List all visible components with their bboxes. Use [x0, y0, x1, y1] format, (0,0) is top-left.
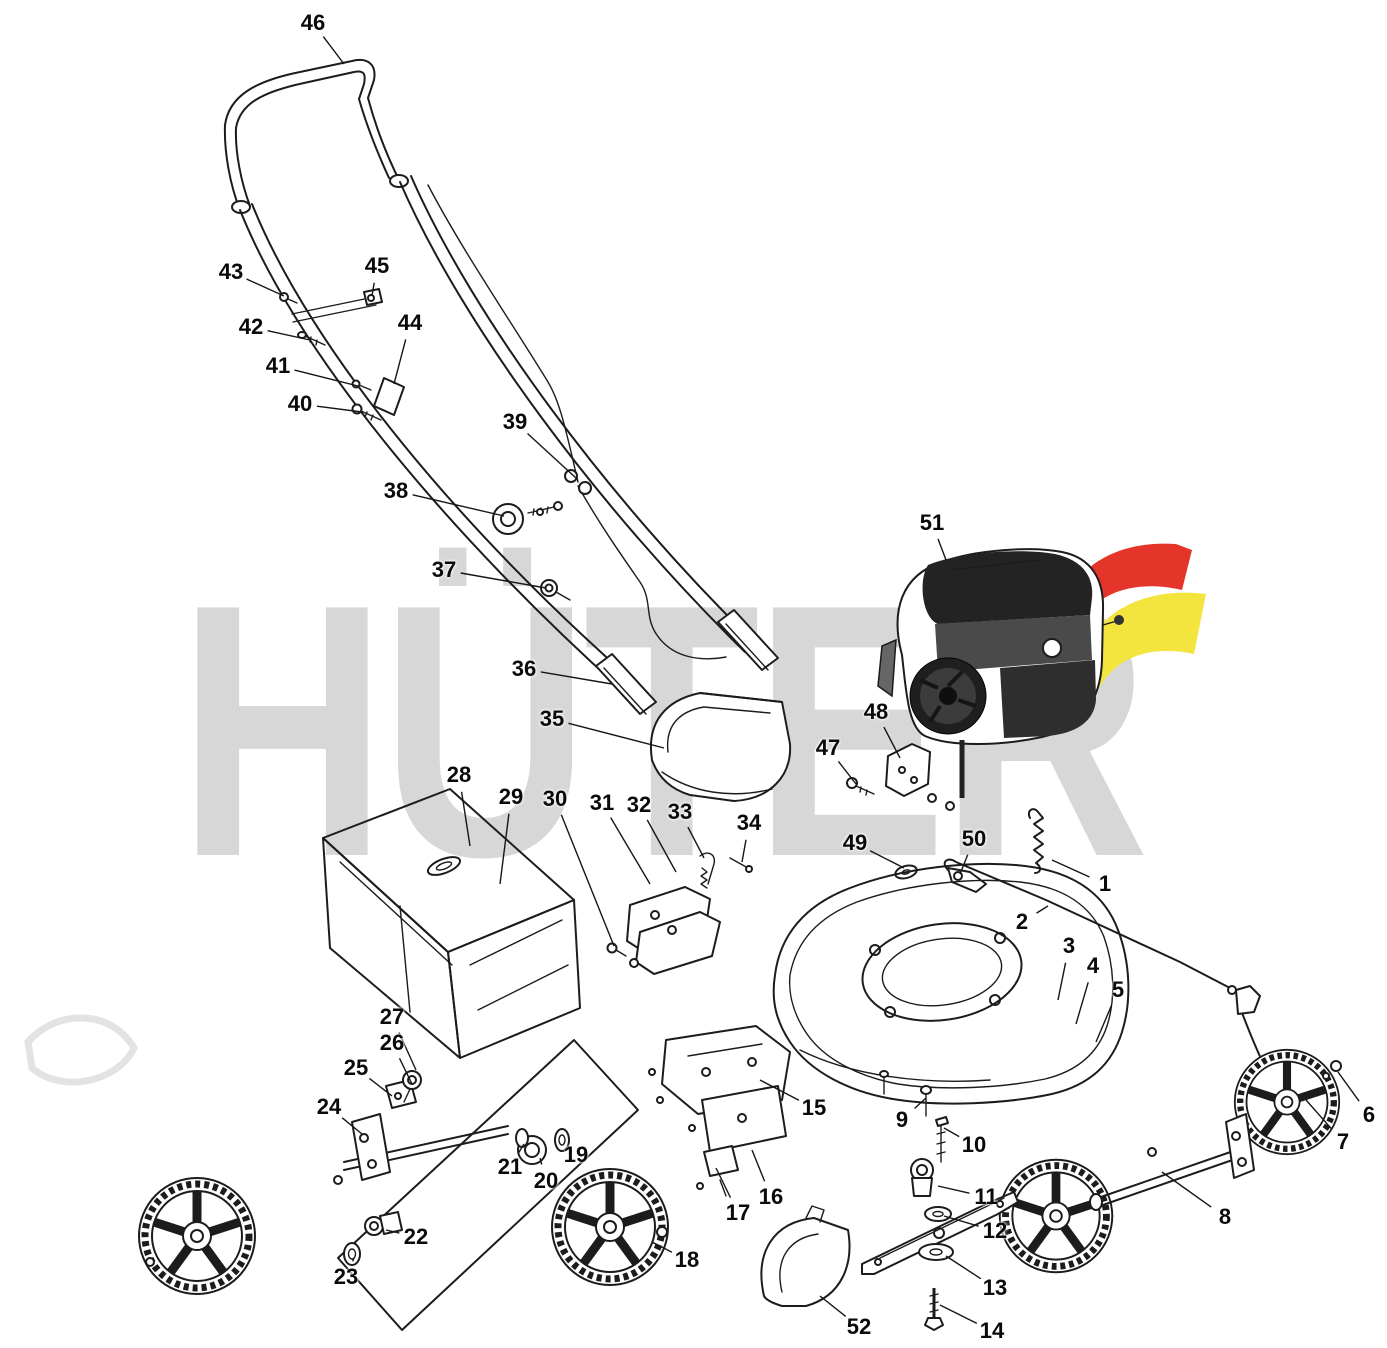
support-washer-13 — [918, 1243, 954, 1261]
washer-21 — [515, 1128, 529, 1148]
rear-axle — [1089, 1113, 1255, 1211]
blade — [861, 1191, 1019, 1275]
leader-lines — [246, 36, 1360, 1325]
mower-deck — [772, 862, 1130, 1105]
plate-16 — [701, 1085, 787, 1153]
bolt-41 — [351, 379, 361, 389]
left-axle-parts — [333, 1070, 570, 1266]
pin-34 — [729, 857, 749, 869]
blade-assembly — [861, 1158, 1019, 1331]
mount-tube-right — [717, 609, 779, 671]
deck-center-opening — [861, 922, 1023, 1022]
bolt-27 — [403, 1088, 411, 1103]
cable-clamp — [564, 469, 578, 483]
air-filter-knob — [1042, 638, 1062, 658]
bag-handle — [426, 856, 462, 876]
bolt-9 — [920, 1085, 932, 1095]
bag-support-frame — [337, 1039, 639, 1331]
deck-outline — [772, 862, 1130, 1105]
bolt-10 — [935, 1116, 949, 1127]
bracket-17 — [703, 1145, 739, 1177]
side-plates — [648, 1025, 791, 1197]
handle-mounts — [595, 609, 779, 715]
grass-bag — [322, 788, 639, 1331]
bracket-48 — [885, 743, 931, 797]
bolt-37 — [540, 579, 558, 597]
wheel-front-left — [139, 1178, 255, 1294]
engine — [877, 548, 1124, 798]
engine-throttle — [877, 638, 897, 698]
watermark-swirl — [24, 1014, 138, 1086]
wheel-bolt-left — [145, 1257, 155, 1267]
wheel-bolt-6 — [1330, 1060, 1342, 1072]
deck-bolts — [879, 1070, 949, 1163]
handle-assembly — [223, 59, 757, 691]
wheels — [139, 1050, 1341, 1294]
bag-right-face — [447, 899, 581, 1059]
mount-tube-left — [595, 653, 657, 715]
wheel-18 — [552, 1169, 668, 1285]
lever-50 — [947, 867, 987, 893]
bolt-30 — [606, 942, 618, 954]
knob-26 — [402, 1070, 422, 1090]
engine-cylinder — [1000, 660, 1096, 738]
bracket-cluster — [606, 852, 753, 975]
engine-fuel-tank — [922, 551, 1093, 624]
spark-plug — [1114, 615, 1124, 625]
washer-23 — [343, 1242, 361, 1266]
mulch-plug — [760, 1205, 851, 1307]
plate-44 — [373, 377, 405, 416]
washer-19 — [554, 1128, 570, 1152]
handle-hardware — [279, 288, 571, 601]
tension-spring-1 — [1028, 808, 1044, 874]
wheel-rear-right — [1000, 1160, 1113, 1273]
knob-38 — [492, 503, 524, 535]
rear-cover — [649, 692, 792, 802]
throttle-cable — [427, 184, 727, 660]
brand-logo-swoosh-yellow — [1082, 592, 1206, 690]
bracket-24 — [351, 1113, 391, 1181]
washer-12 — [924, 1206, 952, 1222]
wheel-bolt-18 — [656, 1226, 668, 1238]
